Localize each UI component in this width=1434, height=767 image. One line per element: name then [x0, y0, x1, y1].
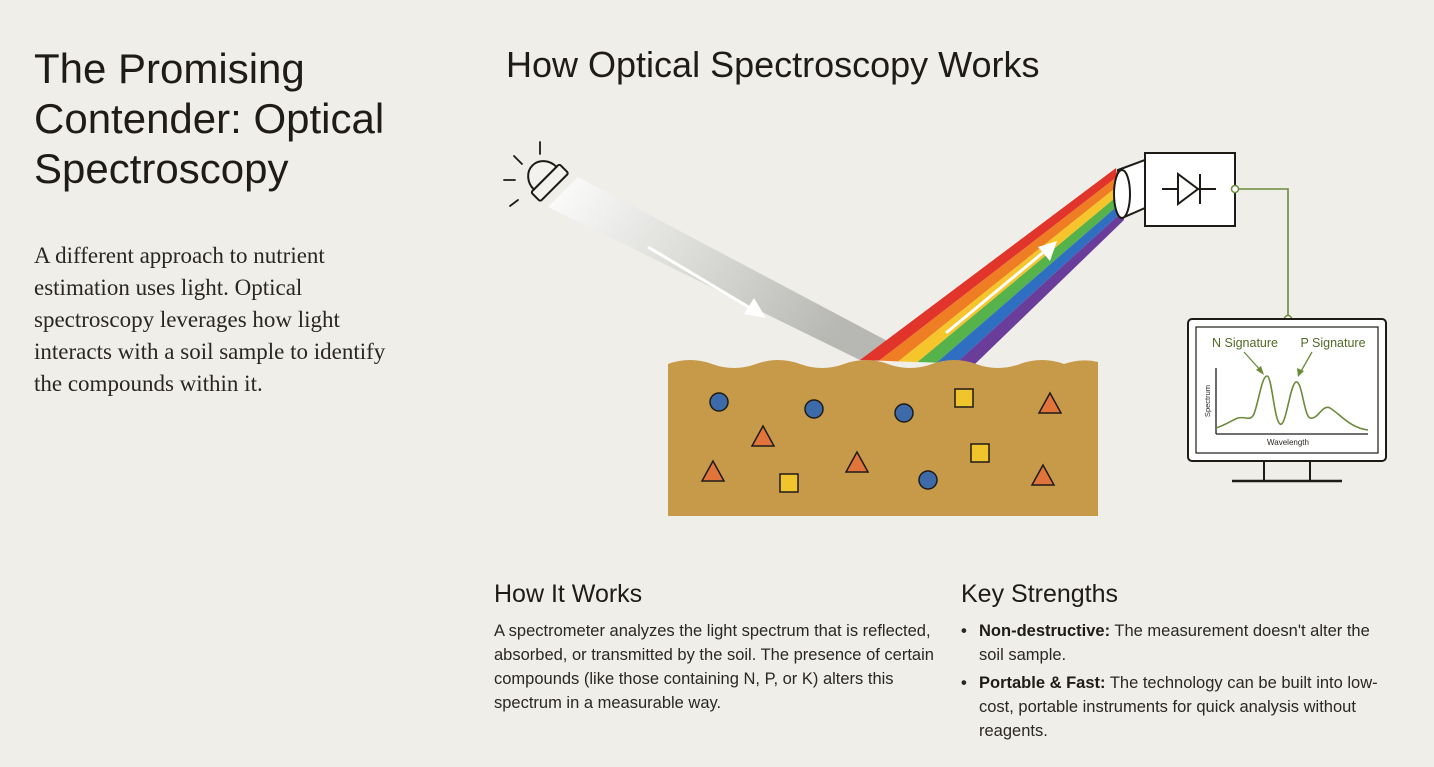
n-signature-label: N Signature [1212, 336, 1278, 350]
intro-paragraph: A different approach to nutrient estimat… [34, 243, 386, 396]
page-title: The Promising Contender: Optical Spectro… [34, 44, 454, 194]
wavelength-axis-label: Wavelength [1267, 438, 1309, 447]
compound-triangle [750, 424, 776, 447]
strength-text: The measurement doesn't alter the soil s… [979, 622, 1370, 664]
compound-circle [709, 392, 729, 412]
spectrum-band [917, 194, 1122, 363]
compound-square [970, 443, 990, 463]
how-it-works-heading: How It Works [494, 580, 643, 608]
soil-compounds [700, 388, 1063, 493]
compound-circle [894, 403, 914, 423]
light-rays-icon [503, 141, 541, 207]
compound-circle [804, 399, 824, 419]
signal-wire [1230, 184, 1293, 324]
reflected-direction-arrow [945, 241, 1057, 335]
diagram-title: How Optical Spectroscopy Works [506, 44, 1040, 85]
spectrum-monitor: N Signature P Signature Spectrum Wavelen… [1187, 318, 1387, 483]
list-item: Portable & Fast: The technology can be b… [961, 671, 1381, 743]
compound-square [954, 388, 974, 408]
compound-triangle [844, 450, 870, 473]
strength-term: Non-destructive: [979, 622, 1111, 640]
spectrum-band [955, 211, 1124, 364]
page-title-line: Spectroscopy [34, 145, 289, 192]
spectrum-band [898, 185, 1120, 362]
incoming-light-beam [548, 177, 895, 364]
strength-term: Portable & Fast: [979, 674, 1106, 692]
key-strengths-section: Key Strengths Non-destructive: The measu… [961, 580, 1381, 747]
detector-lens-icon [1113, 158, 1146, 220]
page-title-line: The Promising [34, 45, 305, 92]
compound-triangle [1030, 463, 1056, 486]
spectrum-axis-label: Spectrum [1203, 385, 1212, 417]
list-item: Non-destructive: The measurement doesn't… [961, 619, 1381, 667]
key-strengths-heading: Key Strengths [961, 580, 1119, 608]
incoming-direction-arrow [647, 245, 766, 318]
detector-diode-icon [1144, 152, 1236, 227]
compound-triangle [700, 459, 726, 482]
spectrum-band [879, 176, 1119, 362]
compound-circle [918, 470, 938, 490]
reflected-spectrum-beam [860, 168, 1124, 364]
compound-triangle [1037, 391, 1063, 414]
spectrum-band [860, 168, 1118, 361]
soil-sample [668, 360, 1098, 516]
strength-text: The technology can be built into low-cos… [979, 674, 1378, 740]
light-source-icon [527, 160, 569, 202]
how-it-works-body: A spectrometer analyzes the light spectr… [494, 622, 934, 712]
page-title-line: Contender: Optical [34, 95, 385, 142]
compound-square [779, 473, 799, 493]
strengths-list: Non-destructive: The measurement doesn't… [961, 619, 1381, 743]
spectrum-curve [1215, 375, 1369, 431]
how-it-works-section: How It Works A spectrometer analyzes the… [494, 580, 934, 715]
spectrum-band [936, 202, 1123, 364]
p-signature-label: P Signature [1300, 336, 1365, 350]
